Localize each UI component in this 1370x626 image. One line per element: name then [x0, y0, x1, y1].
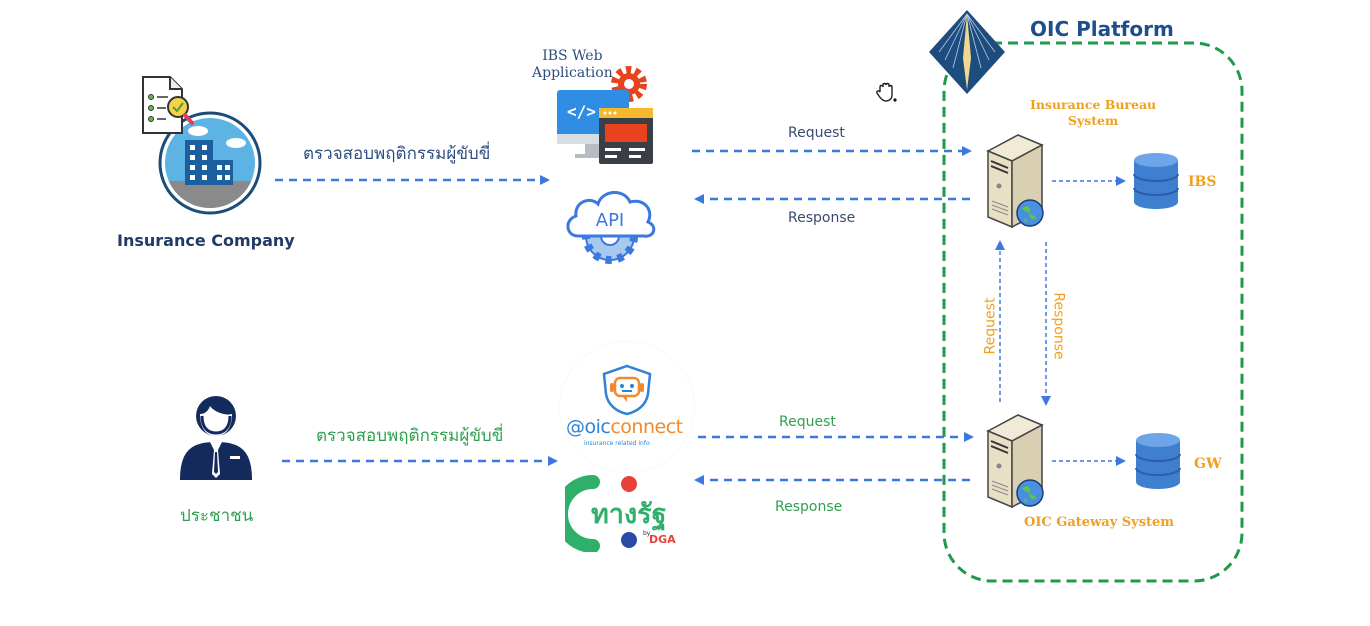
vertical-request-label: Request — [982, 297, 999, 355]
tangrat-by: by — [643, 530, 651, 537]
globe-icon — [1016, 479, 1044, 507]
ibs-server-icon — [986, 134, 1044, 229]
tangrat-mark-icon — [565, 475, 637, 552]
insurance-company-action-label: ตรวจสอบพฤติกรรมผู้ขับขี่ — [303, 144, 491, 164]
citizen-label: ประชาชน — [180, 506, 254, 526]
ibs-web-app-label-line1: IBS Web — [542, 48, 603, 64]
citizen-person-icon — [180, 396, 252, 480]
top-response-label: Response — [788, 210, 856, 226]
ibs-db-label: IBS — [1188, 174, 1217, 190]
globe-icon — [1016, 199, 1044, 227]
building-icon — [142, 76, 262, 215]
audit-document-icon — [142, 76, 194, 134]
insurance-company-node — [140, 75, 270, 220]
oic-platform-title: OIC Platform — [1030, 17, 1174, 41]
ibs-web-app-label: IBS Web Application — [532, 48, 613, 82]
gw-database-icon — [1135, 433, 1181, 489]
oicconnect-at: @ — [566, 416, 585, 438]
oicconnect-connect: connect — [610, 416, 683, 438]
oicconnect-tagline: insurance related info — [584, 440, 650, 447]
bottom-response-label: Response — [775, 499, 843, 515]
gear-icon — [611, 66, 647, 102]
gateway-server-icon — [986, 414, 1044, 509]
insurance-company-label: Insurance Company — [117, 231, 295, 250]
oicconnect-brand: @oicconnect — [566, 416, 683, 438]
gw-db-label: GW — [1194, 456, 1222, 472]
hand-cursor-icon — [876, 82, 897, 102]
oic-logo-icon — [929, 10, 1005, 94]
oic-platform-boundary — [942, 41, 1244, 583]
tangrat-label: ทางรัฐ — [591, 499, 667, 530]
vertical-response-label: Response — [1050, 292, 1067, 360]
tangrat-dga: DGA — [649, 533, 676, 546]
gateway-system-label: OIC Gateway System — [1024, 515, 1175, 530]
top-request-label: Request — [788, 125, 845, 141]
chatbot-shield-icon — [602, 364, 652, 416]
citizen-action-label: ตรวจสอบพฤติกรรมผู้ขับขี่ — [316, 426, 504, 446]
ibs-system-label-line1: Insurance Bureau — [1030, 97, 1157, 112]
ibs-system-label-line2: System — [1067, 113, 1119, 128]
ibs-web-app-label-line2: Application — [532, 65, 613, 81]
tangrat-logo[interactable]: ทางรัฐ by DGA — [565, 472, 695, 552]
oicconnect-logo[interactable]: @oicconnect insurance related info — [560, 342, 694, 472]
bottom-request-label: Request — [779, 414, 836, 430]
oicconnect-oic: oic — [584, 416, 611, 438]
api-cloud-icon: API — [566, 191, 656, 264]
ibs-system-label: Insurance Bureau System — [1030, 97, 1156, 129]
api-label: API — [596, 210, 624, 231]
web-application-icon: </> — [557, 66, 653, 164]
ibs-database-icon — [1133, 153, 1179, 209]
code-glyph: </> — [567, 102, 596, 121]
